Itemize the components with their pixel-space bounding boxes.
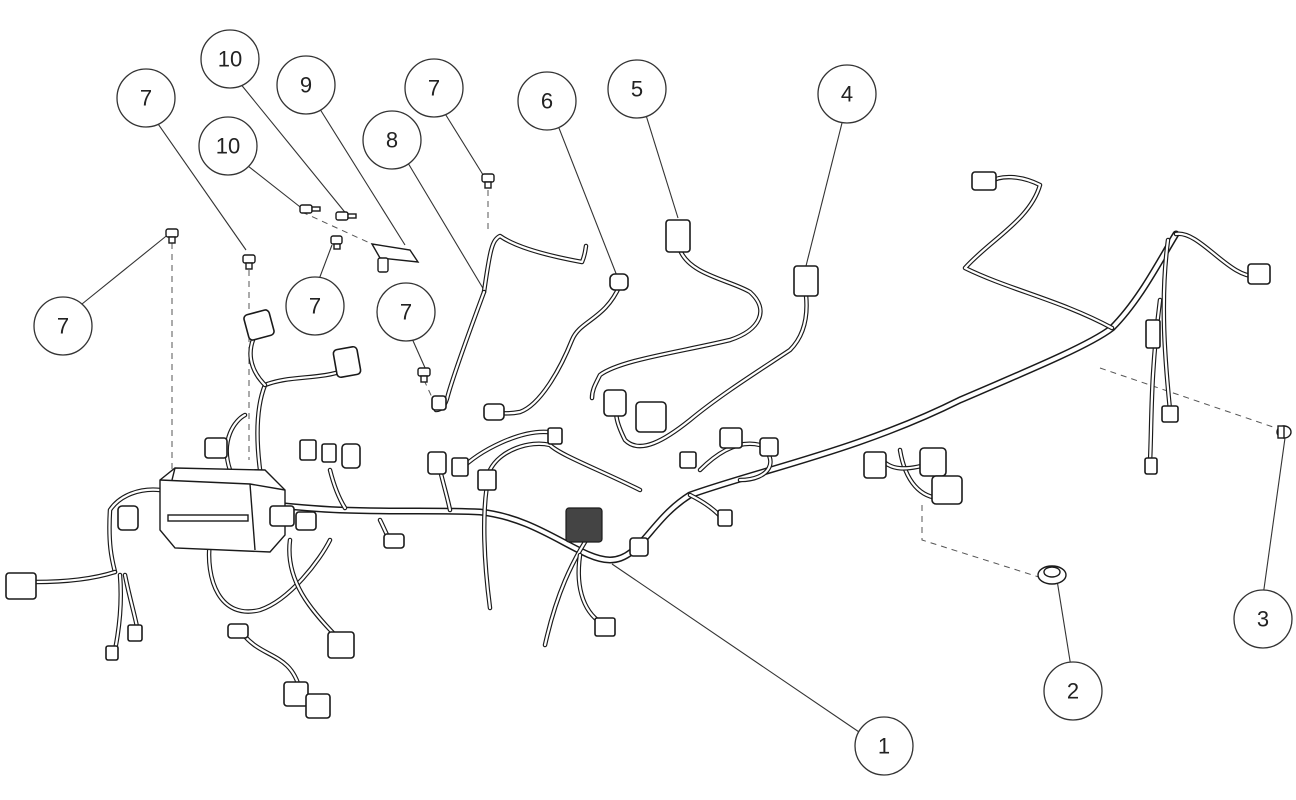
bolt-7-a	[165, 228, 179, 244]
callout-7-top-center: 7	[404, 58, 464, 118]
grommet-2	[1037, 565, 1067, 585]
callout-4: 4	[817, 64, 877, 124]
bolt-7-c	[481, 173, 495, 189]
callout-4-label: 4	[841, 82, 853, 107]
callout-7-mid-label: 7	[400, 300, 412, 325]
callout-7-upper-left: 7	[116, 68, 176, 128]
callout-8-label: 8	[386, 128, 398, 153]
callout-3-label: 3	[1257, 607, 1269, 632]
connectors	[5, 171, 1271, 719]
callout-7-upper-left-label: 7	[140, 86, 152, 111]
bolt-10-b	[299, 204, 321, 214]
bolt-7-d	[330, 235, 343, 250]
callout-6: 6	[517, 71, 577, 131]
callout-10-lower-label: 10	[216, 134, 240, 159]
callout-10-upper-label: 10	[218, 47, 242, 72]
callout-7-mid: 7	[376, 282, 436, 342]
callout-1-label: 1	[878, 734, 890, 759]
callout-7-top-center-label: 7	[428, 76, 440, 101]
callout-10-upper: 10	[200, 29, 260, 89]
bolt-7-e	[417, 367, 431, 383]
callout-9-label: 9	[300, 73, 312, 98]
main-harness	[32, 174, 1261, 693]
callout-6-label: 6	[541, 89, 553, 114]
callout-1: 1	[854, 716, 914, 776]
leader-lines	[81, 81, 1286, 735]
hardware-parts	[165, 173, 1292, 585]
callout-5: 5	[607, 59, 667, 119]
callout-10-lower: 10	[198, 116, 258, 176]
callout-7-center: 7	[285, 276, 345, 336]
callout-2-label: 2	[1067, 679, 1079, 704]
clip-3	[1276, 425, 1292, 439]
callout-3: 3	[1233, 589, 1293, 649]
callout-7-left: 7	[33, 296, 93, 356]
callout-2: 2	[1043, 661, 1103, 721]
callouts: 10 9 7 10 8 7 6 5	[33, 29, 1293, 776]
callout-7-left-label: 7	[57, 314, 69, 339]
bolt-10-a	[335, 211, 357, 221]
callout-8: 8	[362, 110, 422, 170]
relay-bracket-9	[370, 243, 420, 273]
callout-5-label: 5	[631, 77, 643, 102]
fuse-box	[159, 467, 286, 553]
bolt-7-b	[242, 254, 256, 270]
callout-9: 9	[276, 55, 336, 115]
callout-7-center-label: 7	[309, 294, 321, 319]
cable-terminals	[483, 219, 819, 433]
